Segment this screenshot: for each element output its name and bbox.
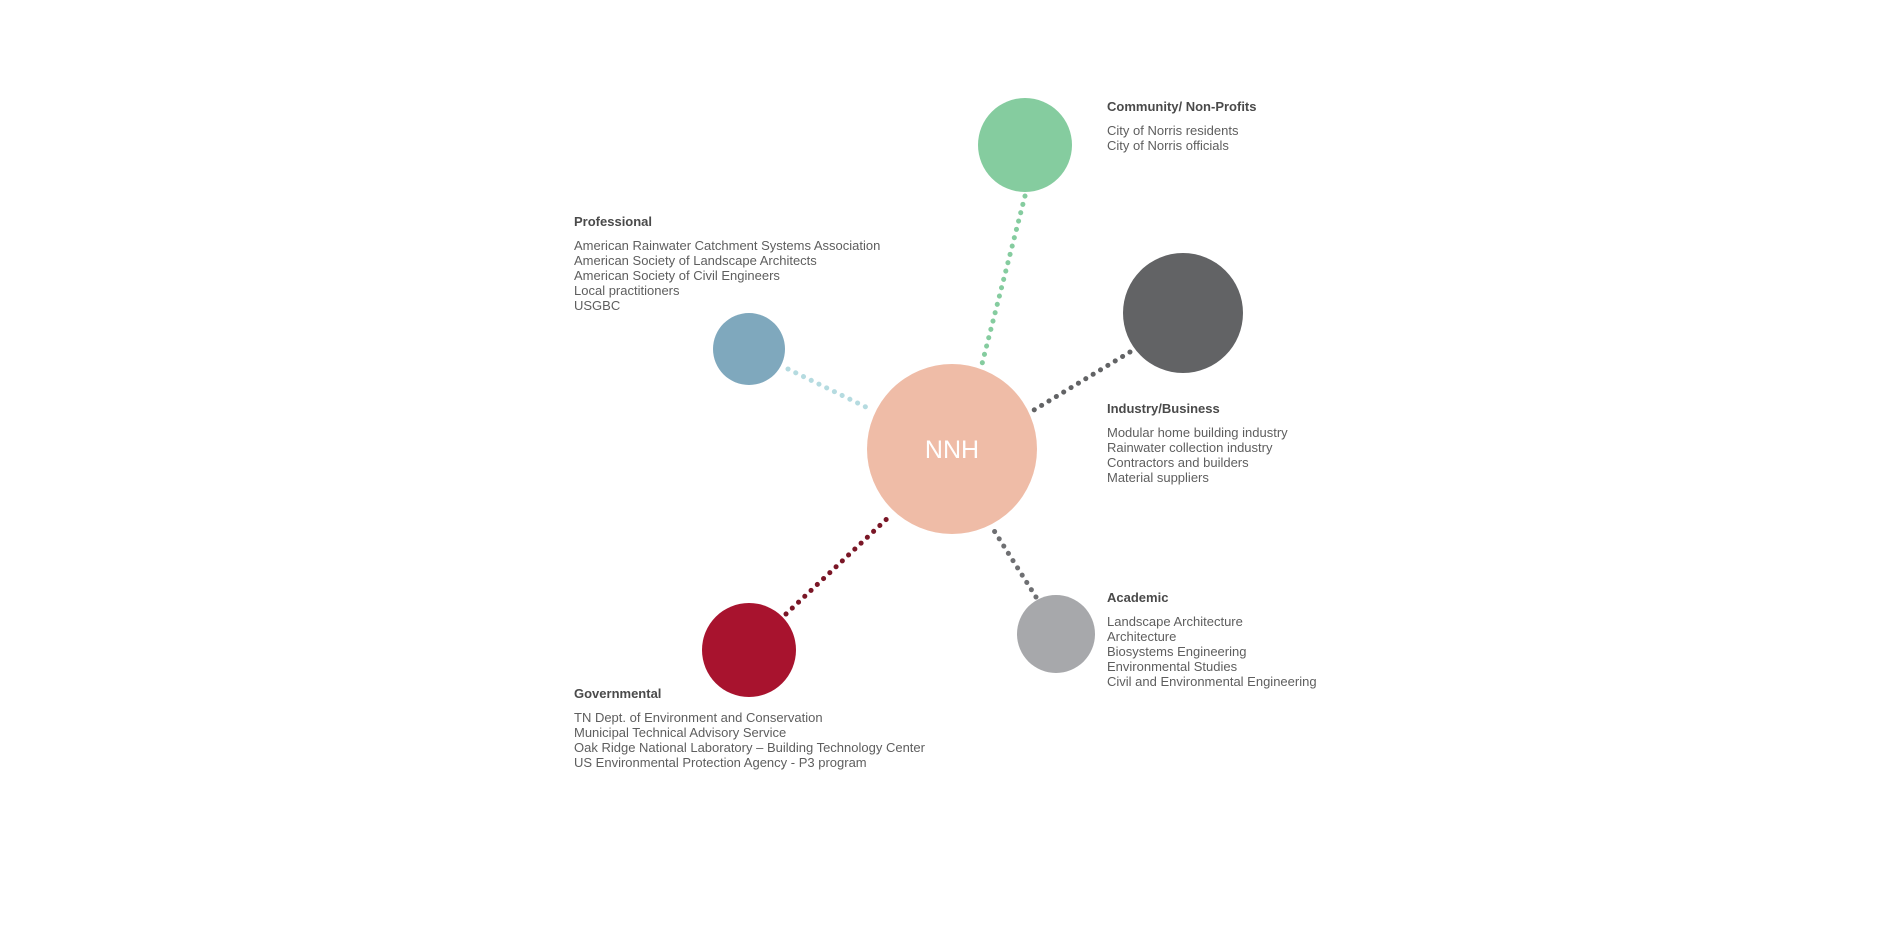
governmental-group-text: Governmental TN Dept. of Environment and… bbox=[574, 686, 925, 770]
academic-item: Civil and Environmental Engineering bbox=[1107, 674, 1317, 689]
industry-link bbox=[1031, 349, 1133, 413]
academic-group-text: Academic Landscape Architecture Architec… bbox=[1107, 590, 1317, 689]
professional-item: Local practitioners bbox=[574, 283, 680, 298]
industry-title: Industry/Business bbox=[1107, 401, 1220, 416]
industry-item: Contractors and builders bbox=[1107, 455, 1249, 470]
professional-link bbox=[785, 366, 875, 413]
governmental-title: Governmental bbox=[574, 686, 662, 701]
professional-node bbox=[713, 313, 785, 385]
community-item: City of Norris officials bbox=[1107, 138, 1229, 153]
community-group-text: Community/ Non-Profits City of Norris re… bbox=[1107, 99, 1257, 153]
governmental-item: Municipal Technical Advisory Service bbox=[574, 725, 787, 740]
hub-node bbox=[867, 364, 1037, 534]
industry-item: Material suppliers bbox=[1107, 470, 1209, 485]
academic-item: Landscape Architecture bbox=[1107, 614, 1243, 629]
professional-item: American Society of Civil Engineers bbox=[574, 268, 780, 283]
academic-node bbox=[1017, 595, 1095, 673]
industry-node bbox=[1123, 253, 1243, 373]
professional-item: American Rainwater Catchment Systems Ass… bbox=[574, 238, 881, 253]
community-title: Community/ Non-Profits bbox=[1107, 99, 1257, 114]
governmental-link bbox=[783, 511, 895, 617]
academic-item: Architecture bbox=[1107, 629, 1177, 644]
academic-link bbox=[990, 526, 1039, 600]
links-layer bbox=[783, 193, 1133, 617]
professional-title: Professional bbox=[574, 214, 653, 229]
nodes-layer: NNH bbox=[702, 98, 1243, 697]
governmental-item: Oak Ridge National Laboratory – Building… bbox=[574, 740, 925, 755]
academic-title: Academic bbox=[1107, 590, 1169, 605]
hub-label: NNH bbox=[925, 436, 979, 464]
professional-item: American Society of Landscape Architects bbox=[574, 253, 817, 268]
governmental-node bbox=[702, 603, 796, 697]
professional-group-text: Professional American Rainwater Catchmen… bbox=[574, 214, 880, 313]
professional-item: USGBC bbox=[574, 298, 621, 313]
industry-item: Modular home building industry bbox=[1107, 425, 1288, 440]
community-item: City of Norris residents bbox=[1107, 123, 1239, 138]
academic-item: Environmental Studies bbox=[1107, 659, 1238, 674]
governmental-item: US Environmental Protection Agency - P3 … bbox=[574, 755, 867, 770]
community-link bbox=[979, 193, 1028, 367]
industry-item: Rainwater collection industry bbox=[1107, 440, 1273, 455]
industry-group-text: Industry/Business Modular home building … bbox=[1107, 401, 1288, 485]
community-node bbox=[978, 98, 1072, 192]
governmental-item: TN Dept. of Environment and Conservation bbox=[574, 710, 823, 725]
academic-item: Biosystems Engineering bbox=[1107, 644, 1247, 659]
